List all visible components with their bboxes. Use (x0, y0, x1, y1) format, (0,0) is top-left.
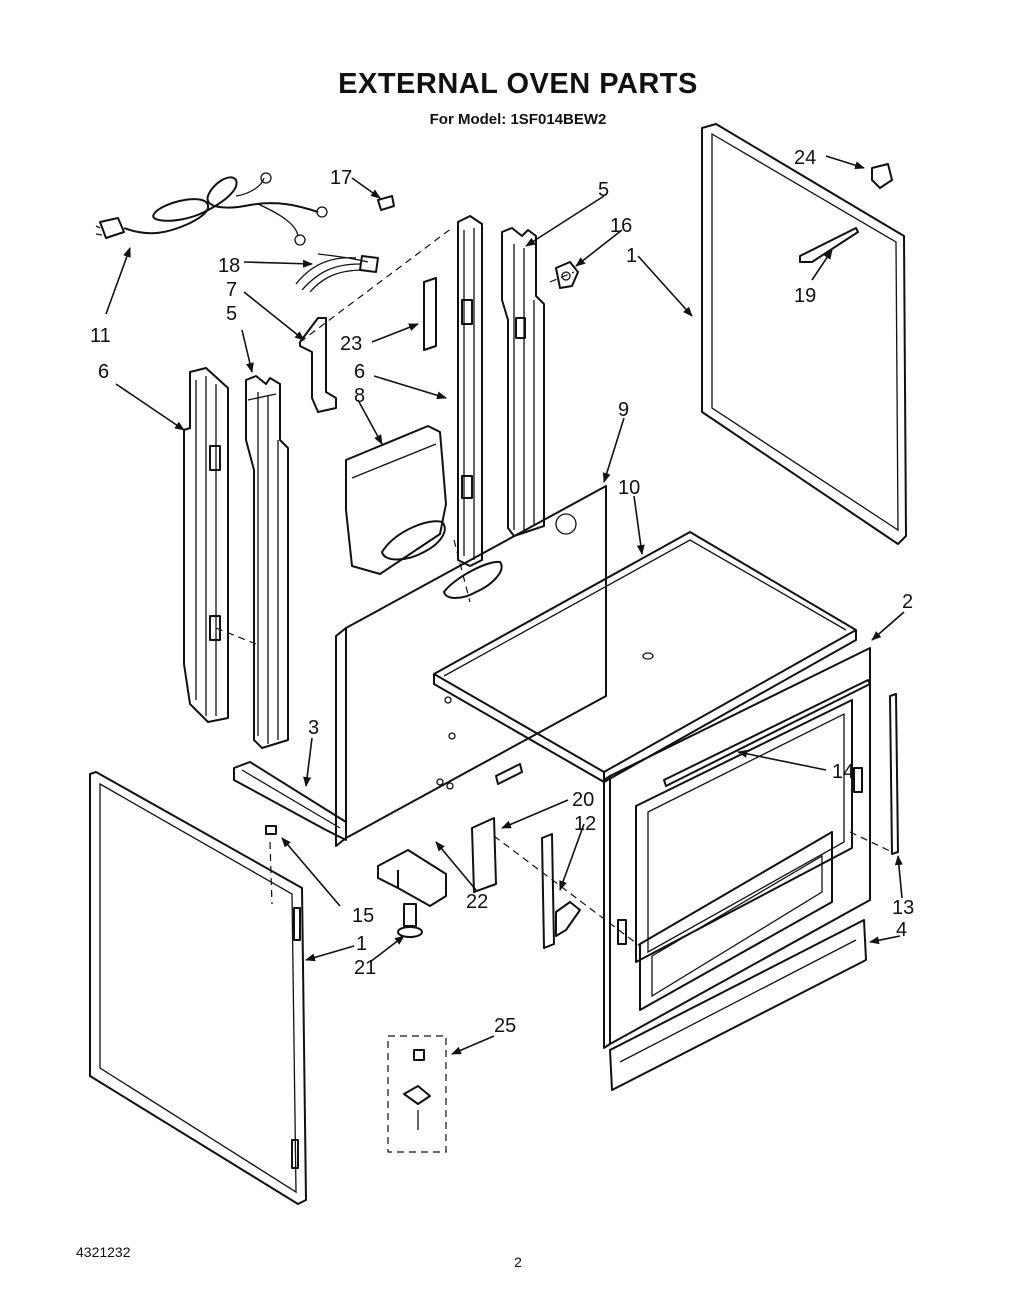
callout-6-center: 6 (354, 361, 365, 383)
callout-13: 13 (892, 897, 914, 919)
callout-5-right: 5 (598, 179, 609, 201)
duct-part (345, 425, 447, 575)
leveling-leg-part (397, 903, 423, 938)
kick-plate-part (609, 919, 867, 1091)
side-panel-right-part (701, 123, 907, 545)
model-subtitle: For Model: 1SF014BEW2 (429, 111, 607, 128)
wire-harness-part (295, 253, 379, 293)
rod-19-part (799, 227, 859, 263)
callout-15: 15 (352, 905, 374, 927)
callout-17: 17 (330, 167, 352, 189)
callout-8: 8 (354, 385, 365, 407)
front-bracket-part (233, 761, 347, 841)
base-tray-part (433, 531, 857, 783)
assembly-line (549, 271, 575, 283)
callout-1-top: 1 (626, 245, 637, 267)
page-number: 2 (514, 1254, 522, 1270)
callout-11: 11 (90, 325, 111, 347)
callout-14: 14 (832, 761, 854, 783)
side-panel-left-part (89, 771, 307, 1205)
assembly-line (849, 831, 893, 853)
channel-left-part (245, 375, 289, 749)
callout-18: 18 (218, 255, 240, 277)
assembly-line (299, 227, 453, 343)
rear-rail-part (457, 215, 483, 567)
callout-3: 3 (308, 717, 319, 739)
grommet-part (555, 261, 579, 289)
leg-bracket-part (377, 849, 447, 907)
callout-16: 16 (610, 215, 632, 237)
rod-part (663, 679, 871, 787)
power-cord-part (95, 172, 328, 246)
diagram-title: EXTERNAL OVEN PARTS (338, 68, 698, 100)
callout-22: 22 (466, 891, 488, 913)
document-number: 4321232 (76, 1244, 131, 1260)
callout-9: 9 (618, 399, 629, 421)
callout-arrows (105, 155, 905, 1055)
back-panel-part (335, 485, 607, 847)
callout-24: 24 (794, 147, 816, 169)
callout-7: 7 (226, 279, 237, 301)
callout-10: 10 (618, 477, 640, 499)
callout-25: 25 (494, 1015, 516, 1037)
small-bracket-part (299, 317, 337, 413)
screw-part (265, 825, 277, 835)
assembly-line (215, 627, 257, 645)
callout-2: 2 (902, 591, 913, 613)
channel-right-part (501, 227, 545, 537)
callout-6-left: 6 (98, 361, 109, 383)
clip-part (377, 195, 395, 211)
callout-21: 21 (354, 957, 376, 979)
callout-23: 23 (340, 333, 362, 355)
detail-box-part-25 (387, 1035, 447, 1153)
knob-part (871, 163, 893, 189)
assembly-line (269, 841, 273, 905)
callout-20: 20 (572, 789, 594, 811)
assembly-line (453, 539, 471, 603)
callout-19: 19 (794, 285, 816, 307)
front-frame-part (603, 647, 871, 1049)
side-rail-left-part (183, 367, 229, 723)
callout-1-bottom: 1 (356, 933, 367, 955)
callout-4: 4 (896, 919, 907, 941)
callout-12: 12 (574, 813, 596, 835)
callout-5-left: 5 (226, 303, 237, 325)
small-panel-part (471, 817, 497, 893)
thin-strip-part (889, 693, 899, 855)
bracket-12-part (541, 833, 581, 949)
assembly-line (493, 835, 641, 947)
strip-part (423, 277, 437, 351)
